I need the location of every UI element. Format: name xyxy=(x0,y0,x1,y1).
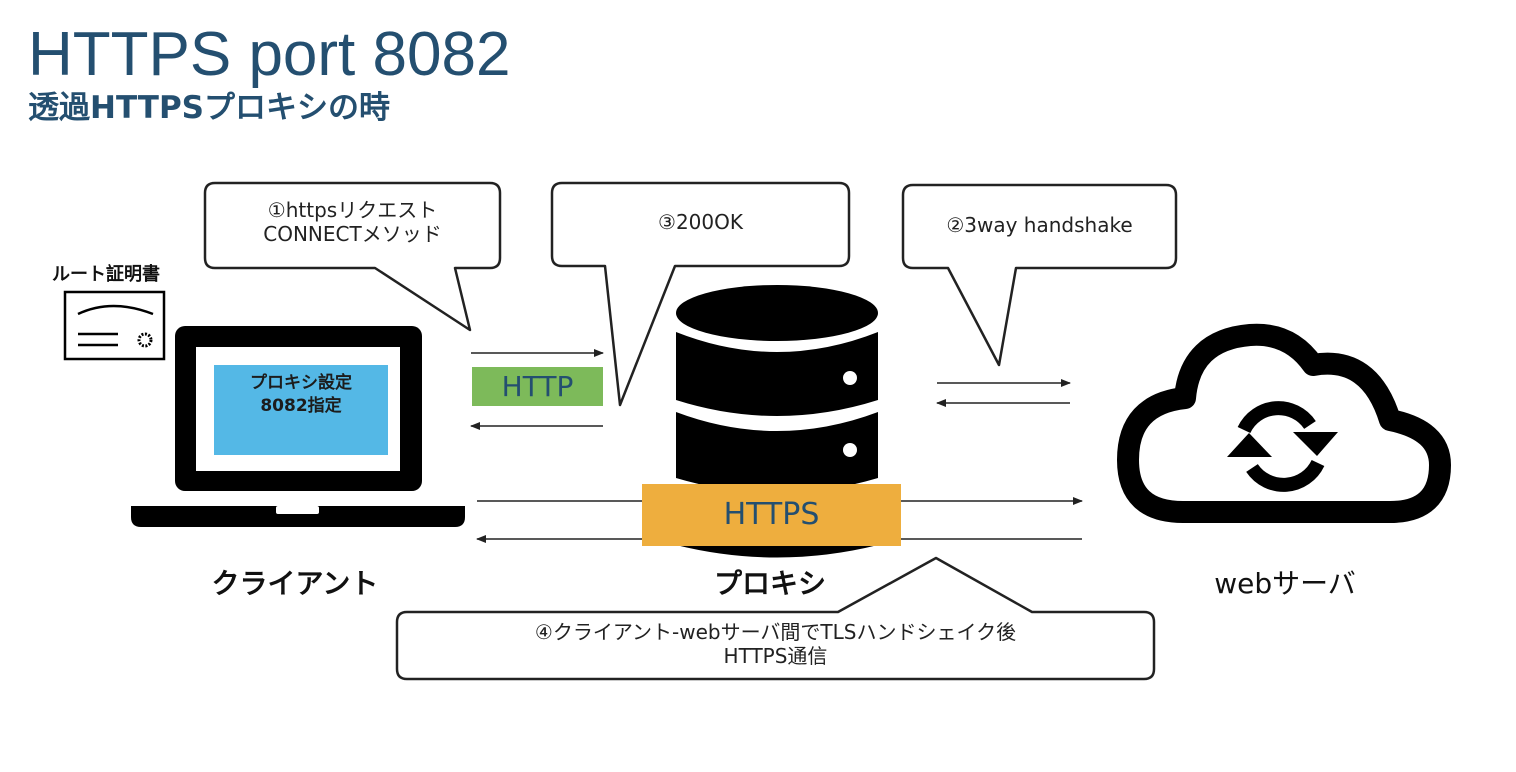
page-title: HTTPS port 8082 xyxy=(28,20,511,89)
proxy-label: プロキシ xyxy=(713,567,826,600)
client-screen-line2: 8082指定 xyxy=(260,395,342,416)
client-screen-text: プロキシ設定 8082指定 xyxy=(214,372,388,418)
callout-bubble-1 xyxy=(203,181,502,332)
server-label: webサーバ xyxy=(1214,567,1356,600)
http-badge xyxy=(472,367,603,406)
client-screen-line1: プロキシ設定 xyxy=(250,373,352,393)
callout-bubble-2 xyxy=(901,183,1178,367)
callout-bubble-4 xyxy=(395,556,1156,681)
https-badge-label: HTTPS xyxy=(723,497,820,532)
callout-4-line2: HTTPS通信 xyxy=(723,644,828,668)
callout-2-text: ②3way handshake xyxy=(903,213,1176,237)
callout-3-text: ③200OK xyxy=(552,210,849,234)
certificate-icon xyxy=(63,290,166,361)
client-label: クライアント xyxy=(211,567,379,600)
certificate-label: ルート証明書 xyxy=(52,264,160,285)
callout-1-line2: CONNECTメソッド xyxy=(263,222,442,246)
callout-2-line1: ②3way handshake xyxy=(946,213,1133,237)
callout-4-text: ④クライアント-webサーバ間でTLSハンドシェイク後 HTTPS通信 xyxy=(397,620,1154,668)
laptop-icon xyxy=(131,326,465,527)
page-subtitle: 透過HTTPSプロキシの時 xyxy=(28,90,390,126)
http-badge-label: HTTP xyxy=(501,370,574,403)
callout-1-text: ①httpsリクエスト CONNECTメソッド xyxy=(205,198,500,246)
callout-1-line1: ①httpsリクエスト xyxy=(267,198,438,222)
https-badge xyxy=(642,484,901,546)
cloud-sync-icon xyxy=(1117,323,1451,523)
callout-bubble-3 xyxy=(550,181,851,407)
callout-4-line1: ④クライアント-webサーバ間でTLSハンドシェイク後 xyxy=(534,620,1017,644)
client-screen xyxy=(214,365,388,455)
callout-3-line1: ③200OK xyxy=(658,210,743,234)
